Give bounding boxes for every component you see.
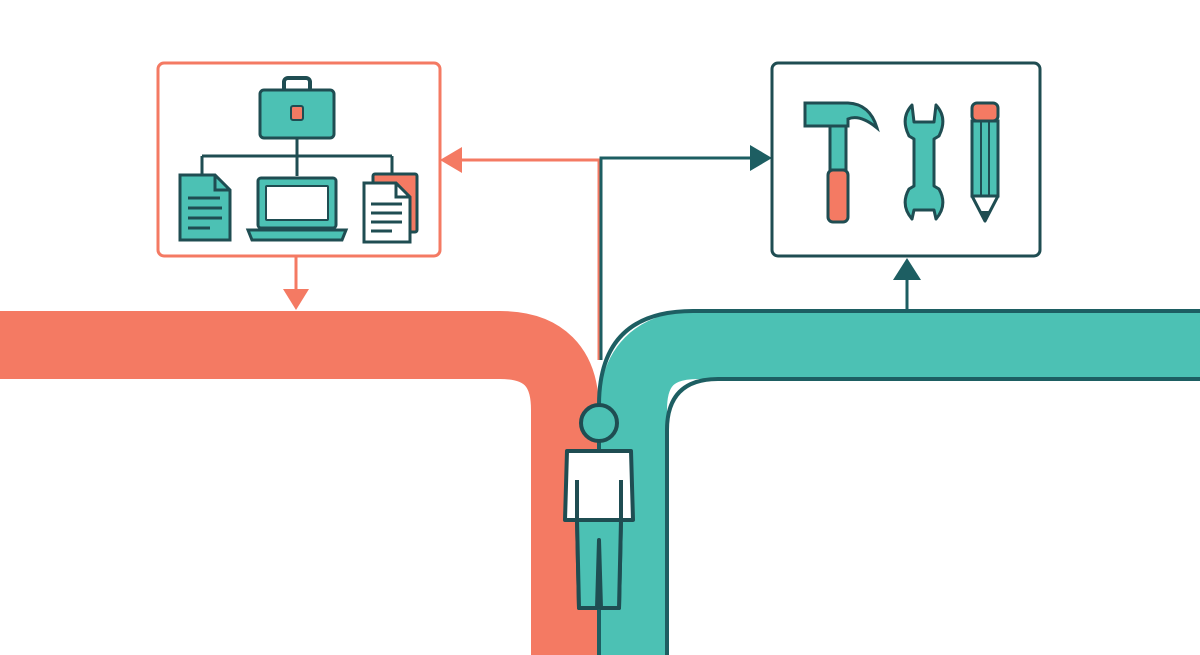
person-icon <box>563 403 635 610</box>
connector-to-tools-panel <box>599 145 772 360</box>
arrowhead-left-icon <box>440 147 462 173</box>
wrench-icon <box>903 103 945 221</box>
teal-path <box>597 309 1200 655</box>
office-panel <box>156 61 442 310</box>
laptop-icon <box>245 176 349 242</box>
arrowhead-up-icon <box>893 258 921 280</box>
coral-path <box>0 311 599 655</box>
document-icon <box>178 173 232 242</box>
connector-to-office-panel <box>440 147 601 360</box>
hammer-icon <box>803 101 880 224</box>
arrowhead-right-icon <box>750 145 772 171</box>
briefcase-icon <box>258 76 336 140</box>
arrow-down-to-coral-path <box>283 256 309 310</box>
arrowhead-down-icon <box>283 289 309 310</box>
stacked-documents-icon <box>362 172 419 244</box>
tools-panel <box>770 61 1042 311</box>
pencil-icon <box>970 101 1000 223</box>
arrow-up-from-teal-path <box>893 258 921 311</box>
